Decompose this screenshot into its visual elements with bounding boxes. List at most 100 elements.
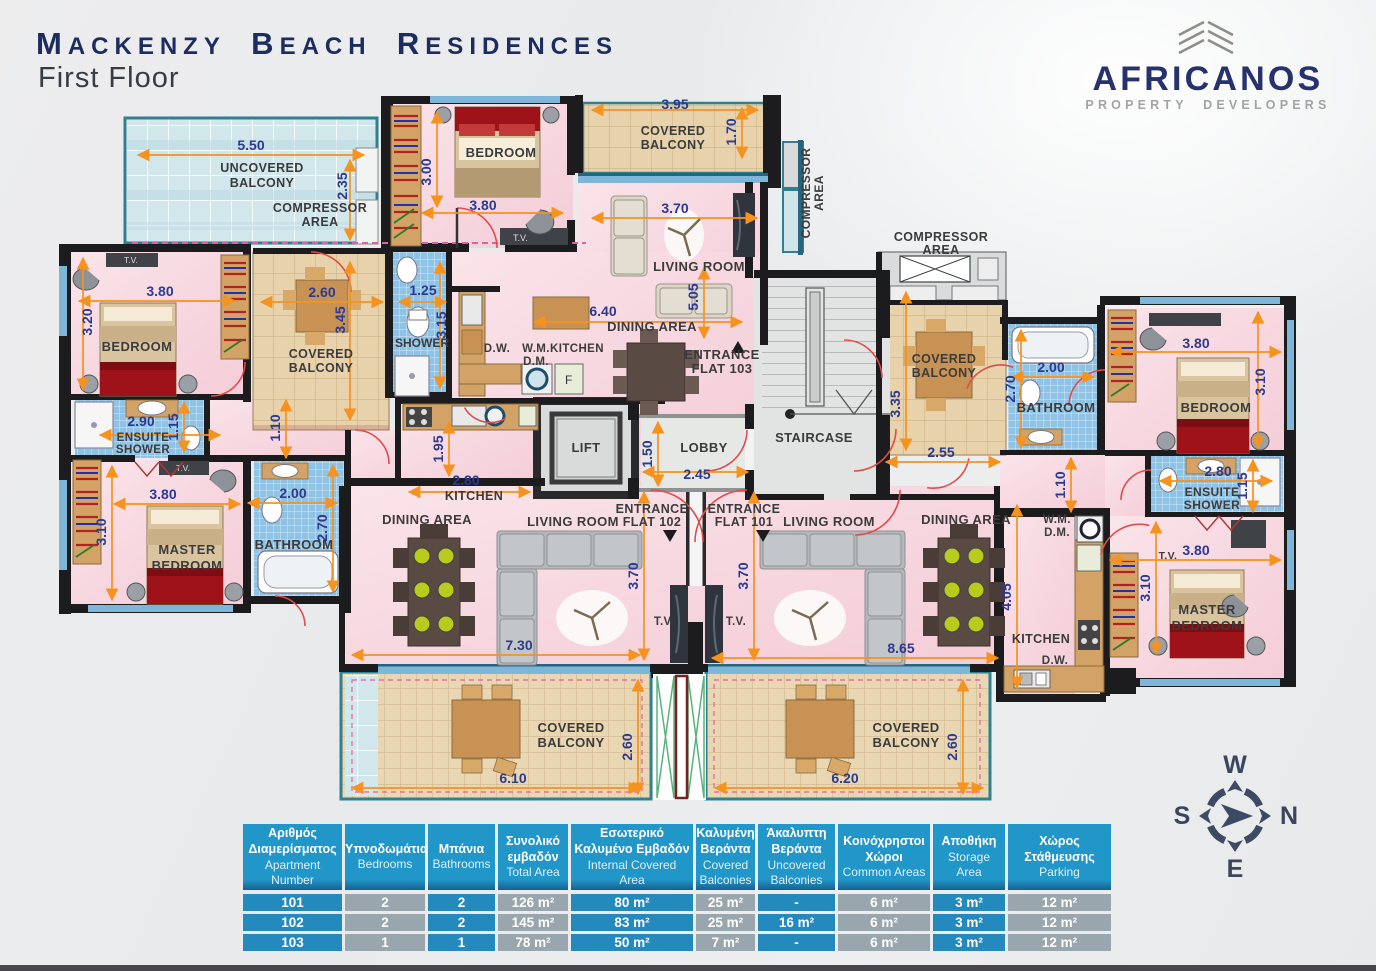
svg-text:8.65: 8.65 xyxy=(887,640,914,656)
svg-text:7.30: 7.30 xyxy=(505,637,532,653)
svg-text:3.70: 3.70 xyxy=(661,200,688,216)
svg-text:KITCHEN: KITCHEN xyxy=(1012,632,1070,646)
svg-text:UNCOVERED: UNCOVERED xyxy=(220,161,303,175)
svg-text:D.M.: D.M. xyxy=(523,356,549,368)
svg-text:S: S xyxy=(1174,802,1191,830)
svg-text:COVERED: COVERED xyxy=(641,124,706,138)
svg-text:E: E xyxy=(1227,855,1244,881)
svg-text:COVERED: COVERED xyxy=(912,352,977,366)
svg-text:F: F xyxy=(565,373,572,387)
svg-text:3.45: 3.45 xyxy=(332,306,348,333)
svg-text:LIFT: LIFT xyxy=(571,440,600,455)
svg-text:AREA: AREA xyxy=(812,175,826,211)
svg-text:SHOWER: SHOWER xyxy=(1184,498,1240,512)
svg-text:ENTRANCE: ENTRANCE xyxy=(708,502,781,516)
svg-text:T.V.: T.V. xyxy=(513,233,528,243)
svg-text:LIVING ROOM: LIVING ROOM xyxy=(527,514,619,529)
svg-text:3.10: 3.10 xyxy=(1252,368,1268,395)
svg-text:BEDROOM: BEDROOM xyxy=(466,145,537,160)
svg-text:COMPRESSOR: COMPRESSOR xyxy=(894,230,988,244)
svg-text:2.80: 2.80 xyxy=(452,472,479,488)
svg-text:BEDROOM: BEDROOM xyxy=(1181,400,1252,415)
svg-text:MASTER: MASTER xyxy=(1178,602,1236,617)
svg-text:BEDROOM: BEDROOM xyxy=(1172,618,1243,633)
svg-text:T.V.: T.V. xyxy=(1159,550,1178,562)
svg-text:3.00: 3.00 xyxy=(418,158,434,185)
svg-text:2.60: 2.60 xyxy=(944,733,960,760)
svg-text:SHOWER: SHOWER xyxy=(395,336,449,350)
svg-text:2.90: 2.90 xyxy=(127,413,154,429)
svg-text:T.V.: T.V. xyxy=(654,616,674,628)
svg-text:1.50: 1.50 xyxy=(639,440,655,467)
svg-text:COVERED: COVERED xyxy=(289,347,354,361)
svg-text:BATHROOM: BATHROOM xyxy=(1017,400,1096,415)
svg-text:LIVING ROOM: LIVING ROOM xyxy=(653,259,745,274)
svg-text:3.80: 3.80 xyxy=(469,197,496,213)
svg-text:1.95: 1.95 xyxy=(430,435,446,462)
svg-text:1.15: 1.15 xyxy=(165,413,181,440)
svg-text:BALCONY: BALCONY xyxy=(912,366,977,380)
svg-text:LIVING ROOM: LIVING ROOM xyxy=(783,514,875,529)
svg-text:BEDROOM: BEDROOM xyxy=(152,558,223,573)
svg-text:3.80: 3.80 xyxy=(1182,335,1209,351)
svg-text:6.10: 6.10 xyxy=(499,770,526,786)
svg-text:2.70: 2.70 xyxy=(1002,375,1018,402)
svg-text:MASTER: MASTER xyxy=(158,542,215,557)
svg-text:3.15: 3.15 xyxy=(433,311,449,338)
svg-text:D.W.: D.W. xyxy=(484,343,511,355)
svg-text:3.80: 3.80 xyxy=(1182,542,1209,558)
svg-text:BEDROOM: BEDROOM xyxy=(102,339,173,354)
svg-text:2.45: 2.45 xyxy=(683,466,710,482)
svg-text:SHOWER: SHOWER xyxy=(116,444,170,456)
svg-text:COVERED: COVERED xyxy=(537,720,604,735)
svg-text:3.80: 3.80 xyxy=(146,283,173,299)
svg-text:1.10: 1.10 xyxy=(267,414,283,441)
svg-text:5.50: 5.50 xyxy=(237,137,264,153)
svg-text:KITCHEN: KITCHEN xyxy=(550,343,604,355)
svg-text:LOBBY: LOBBY xyxy=(680,440,728,455)
svg-text:COMPRESSOR: COMPRESSOR xyxy=(799,148,813,239)
svg-text:ENTRANCE: ENTRANCE xyxy=(684,347,759,362)
svg-text:6.40: 6.40 xyxy=(589,303,616,319)
svg-text:1.70: 1.70 xyxy=(723,118,739,145)
svg-text:4.05: 4.05 xyxy=(998,583,1014,610)
svg-text:2.00: 2.00 xyxy=(279,485,306,501)
svg-text:BALCONY: BALCONY xyxy=(230,176,295,190)
svg-text:2.60: 2.60 xyxy=(619,733,635,760)
svg-text:COMPRESSOR: COMPRESSOR xyxy=(273,201,367,215)
svg-text:D.M.: D.M. xyxy=(1044,527,1070,539)
svg-text:3.95: 3.95 xyxy=(661,96,688,112)
svg-text:ENSUITE: ENSUITE xyxy=(1185,485,1240,499)
svg-text:FLAT 102: FLAT 102 xyxy=(623,515,682,529)
svg-text:2.55: 2.55 xyxy=(927,444,954,460)
svg-text:FLAT 103: FLAT 103 xyxy=(692,361,753,376)
svg-text:2.70: 2.70 xyxy=(314,514,330,541)
svg-text:BALCONY: BALCONY xyxy=(289,361,354,375)
svg-text:3.70: 3.70 xyxy=(735,562,751,589)
svg-text:2.60: 2.60 xyxy=(308,284,335,300)
svg-text:KITCHEN: KITCHEN xyxy=(445,489,503,503)
svg-text:STAIRCASE: STAIRCASE xyxy=(775,430,853,445)
svg-text:6.20: 6.20 xyxy=(831,770,858,786)
svg-text:BALCONY: BALCONY xyxy=(872,735,939,750)
svg-text:W.M.: W.M. xyxy=(522,343,550,355)
svg-text:T.V.: T.V. xyxy=(726,616,746,628)
svg-text:COVERED: COVERED xyxy=(872,720,939,735)
svg-text:3.10: 3.10 xyxy=(93,518,109,545)
svg-text:AREA: AREA xyxy=(922,243,959,257)
svg-text:3.10: 3.10 xyxy=(1137,574,1153,601)
svg-text:FLAT 101: FLAT 101 xyxy=(715,515,774,529)
svg-text:3.35: 3.35 xyxy=(887,390,903,417)
svg-text:3.80: 3.80 xyxy=(149,486,176,502)
svg-text:T.V.: T.V. xyxy=(124,255,138,265)
svg-text:1.15: 1.15 xyxy=(1234,472,1250,499)
svg-text:ENTRANCE: ENTRANCE xyxy=(616,502,689,516)
svg-text:AREA: AREA xyxy=(301,215,338,229)
svg-text:BATHROOM: BATHROOM xyxy=(255,537,334,552)
svg-text:2.35: 2.35 xyxy=(334,172,350,199)
svg-text:DINING AREA: DINING AREA xyxy=(921,512,1011,527)
svg-text:DINING AREA: DINING AREA xyxy=(607,319,697,334)
svg-text:5.05: 5.05 xyxy=(685,283,701,310)
svg-text:W.M.: W.M. xyxy=(1043,514,1071,526)
svg-text:T.V.: T.V. xyxy=(176,463,190,473)
